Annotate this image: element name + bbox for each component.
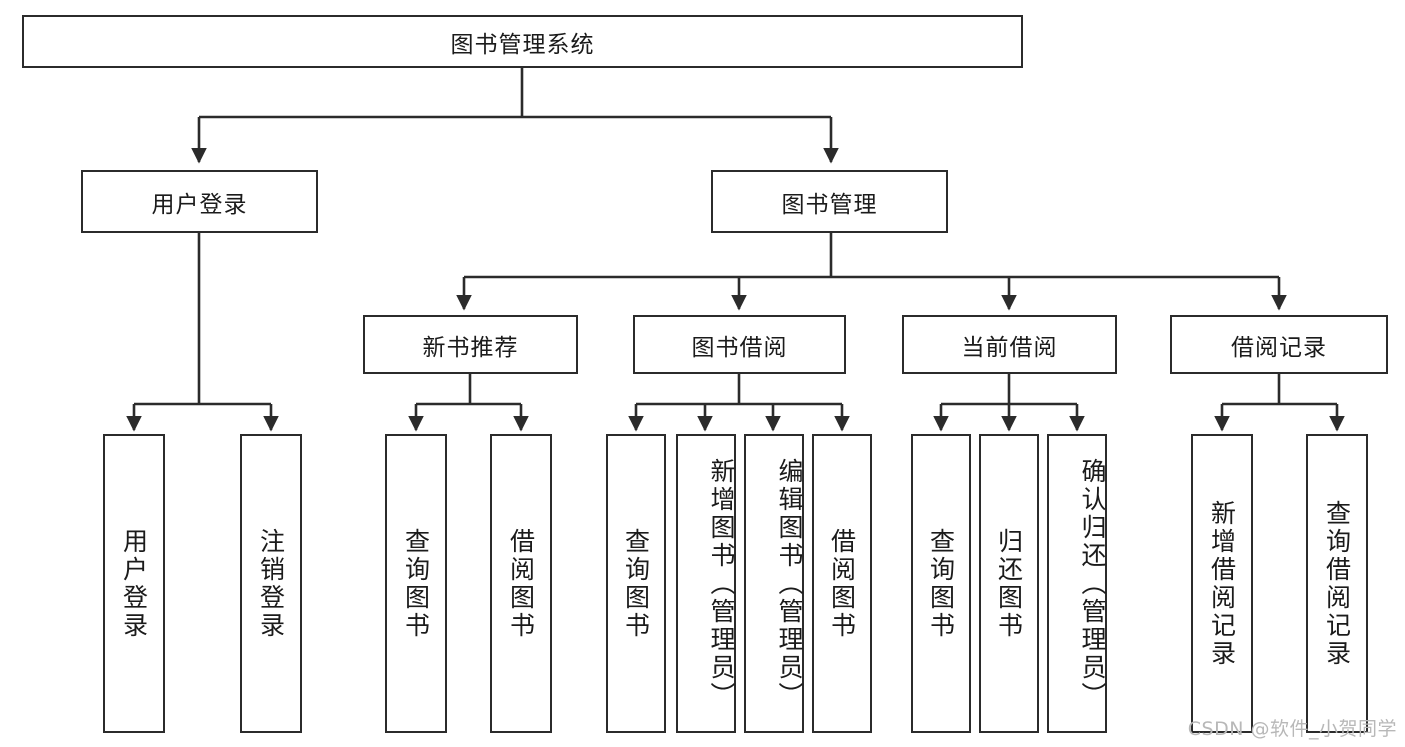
csdn-watermark: CSDN @软件_小贺同学 xyxy=(1187,718,1397,740)
leaf-edit-book-admin[interactable]: 编辑图书（管理员） xyxy=(744,434,804,733)
leaf-borrow-book[interactable]: 借阅图书 xyxy=(812,434,872,733)
leaf-query-book-recommend[interactable]: 查询图书 xyxy=(385,434,447,733)
node-label: 当前借阅 xyxy=(961,334,1058,361)
node-label: 借阅记录 xyxy=(1231,334,1327,361)
node-label: 确认归还（管理员） xyxy=(1078,457,1107,710)
node-label: 新增图书（管理员） xyxy=(707,457,736,710)
node-label: 归还图书 xyxy=(994,527,1024,640)
leaf-query-book-current[interactable]: 查询图书 xyxy=(911,434,971,733)
leaf-confirm-return-admin[interactable]: 确认归还（管理员） xyxy=(1047,434,1107,733)
node-label: 借阅图书 xyxy=(506,527,536,640)
node-current-borrow[interactable]: 当前借阅 xyxy=(902,315,1117,374)
node-label: 查询图书 xyxy=(621,527,651,640)
node-label: 查询借阅记录 xyxy=(1322,499,1352,668)
leaf-return-book[interactable]: 归还图书 xyxy=(979,434,1039,733)
node-root-system[interactable]: 图书管理系统 xyxy=(22,15,1023,68)
leaf-borrow-book-recommend[interactable]: 借阅图书 xyxy=(490,434,552,733)
node-book-borrow[interactable]: 图书借阅 xyxy=(633,315,846,374)
node-new-book-recommend[interactable]: 新书推荐 xyxy=(363,315,578,374)
node-label: 用户登录 xyxy=(151,191,248,218)
leaf-add-borrow-record[interactable]: 新增借阅记录 xyxy=(1191,434,1253,733)
node-label: 查询图书 xyxy=(926,527,956,640)
node-label: 图书借阅 xyxy=(691,334,788,361)
node-borrow-record[interactable]: 借阅记录 xyxy=(1170,315,1388,374)
leaf-user-login[interactable]: 用户登录 xyxy=(103,434,165,733)
node-label: 图书管理 xyxy=(781,191,878,218)
node-user-login[interactable]: 用户登录 xyxy=(81,170,318,233)
node-label: 借阅图书 xyxy=(827,527,857,640)
node-label: 新书推荐 xyxy=(422,334,519,361)
node-label: 图书管理系统 xyxy=(450,31,595,58)
leaf-logout-login[interactable]: 注销登录 xyxy=(240,434,302,733)
node-label: 用户登录 xyxy=(119,527,149,640)
node-label: 新增借阅记录 xyxy=(1207,499,1237,668)
leaf-query-book-borrow[interactable]: 查询图书 xyxy=(606,434,666,733)
node-book-management[interactable]: 图书管理 xyxy=(711,170,948,233)
node-label: 编辑图书（管理员） xyxy=(775,457,804,710)
leaf-query-borrow-record[interactable]: 查询借阅记录 xyxy=(1306,434,1368,733)
node-label: 注销登录 xyxy=(256,527,286,640)
node-label: 查询图书 xyxy=(401,527,431,640)
leaf-add-book-admin[interactable]: 新增图书（管理员） xyxy=(676,434,736,733)
